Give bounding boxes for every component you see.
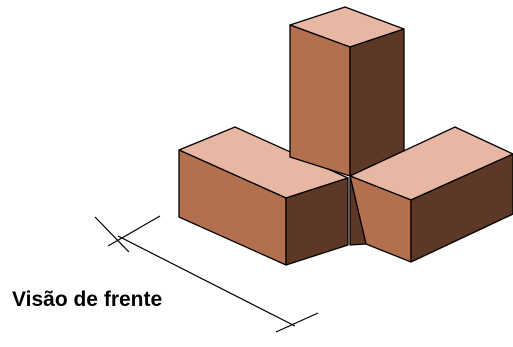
right-block (349, 126, 513, 263)
left-block-side-face (285, 177, 349, 266)
dimension-tick-right (275, 312, 319, 333)
dimension-line (117, 235, 296, 327)
right-block-side-face (410, 153, 513, 263)
tall-block (289, 6, 405, 177)
dimension-tick-left (107, 215, 161, 247)
front-view-dimension-line (94, 215, 319, 333)
tall-block-front-face (289, 24, 351, 177)
dimension-extension-left (94, 216, 130, 253)
right-block-inner-shadow (349, 175, 367, 246)
left-block (178, 126, 349, 266)
front-view-label: Visão de frente (12, 288, 163, 311)
